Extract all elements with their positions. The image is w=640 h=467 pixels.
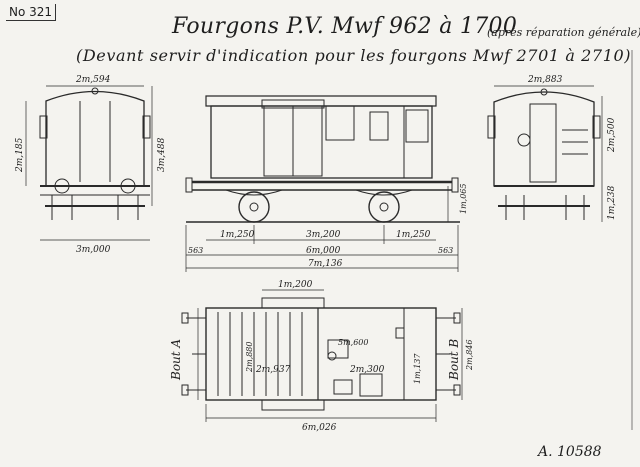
end-view-left <box>39 87 151 220</box>
side-view-dimensions <box>185 186 459 272</box>
end-right-width-top: 2m,883 <box>527 75 563 85</box>
side-frame-length: 6m,000 <box>306 246 341 256</box>
side-axle-end-left: 1m,250 <box>220 230 255 240</box>
side-overhang-right: 563 <box>438 246 453 255</box>
plan-small-dimension: 5m,600 <box>338 338 369 347</box>
end-view-left-dimensions <box>25 85 153 241</box>
plan-compartment-right: 2m,300 <box>349 365 385 375</box>
side-buffer-length: 7m,136 <box>308 259 343 269</box>
end-view-right-dimensions <box>494 85 603 222</box>
end-left-height-body: 2m,185 <box>15 137 25 173</box>
side-view <box>185 95 460 223</box>
drawing-title: Fourgons P.V. Mwf 962 à 1700 <box>172 14 518 39</box>
side-overhang-left: 563 <box>188 246 203 255</box>
plate-number: No 321 <box>6 4 57 21</box>
end-right-height-top: 2m,500 <box>607 117 617 153</box>
reference-number: A. 10588 <box>538 444 602 460</box>
end-right-height-bottom: 1m,238 <box>607 185 617 220</box>
plan-view-dimensions <box>197 289 463 422</box>
side-buffer-height: 1m,065 <box>459 184 468 215</box>
plan-body-width: 2m,880 <box>245 342 254 374</box>
plan-end-label-b: Bout B <box>447 339 461 381</box>
plan-view <box>181 297 461 411</box>
end-left-width-top: 2m,594 <box>75 75 111 85</box>
plan-side-width: 2m,846 <box>465 340 474 372</box>
title-note: (après réparation générale) <box>487 26 640 39</box>
end-left-height-total: 3m,488 <box>157 137 167 172</box>
plan-end-label-a: Bout A <box>169 339 183 381</box>
end-view-right <box>487 88 601 220</box>
side-wheelbase: 3m,200 <box>306 230 341 240</box>
plan-door-width: 1m,200 <box>278 280 313 290</box>
side-axle-end-right: 1m,250 <box>396 230 431 240</box>
drawing-subtitle: (Devant servir d'indication pour les fou… <box>76 46 632 65</box>
end-left-track-width: 3m,000 <box>76 245 111 255</box>
plan-total-length: 6m,026 <box>302 423 337 433</box>
plan-seat-width: 1m,137 <box>413 353 422 384</box>
plan-compartment-left: 2m,937 <box>255 365 291 375</box>
